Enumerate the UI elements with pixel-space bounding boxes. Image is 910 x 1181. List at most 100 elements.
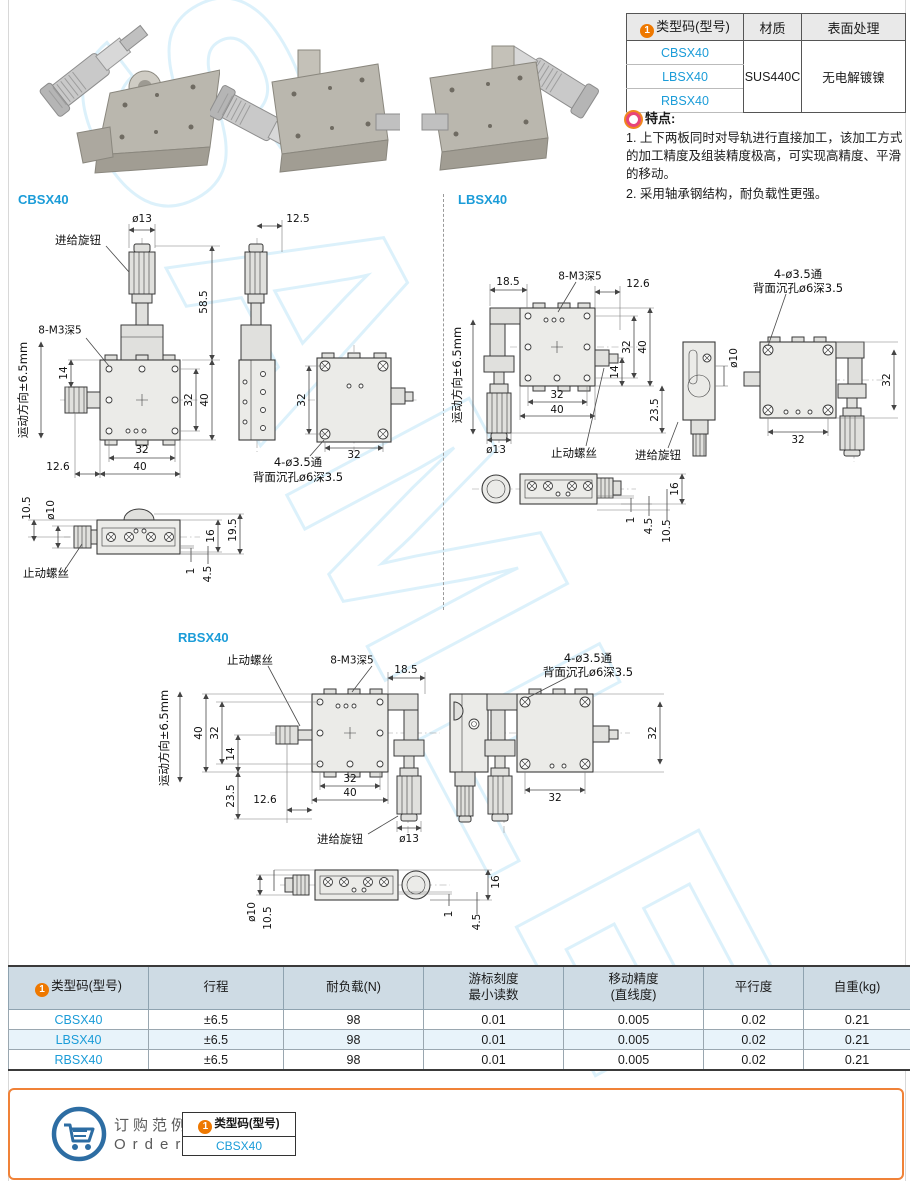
dim-label: 14 bbox=[609, 365, 621, 379]
spec-col-stroke: 行程 bbox=[148, 965, 284, 1010]
order-example-code[interactable]: CBSX40 bbox=[215, 1139, 263, 1153]
rbsx40-title: RBSX40 bbox=[178, 630, 229, 645]
spec-cell: ±6.5 bbox=[148, 1009, 284, 1030]
product-photo-cbsx40 bbox=[39, 24, 220, 174]
dim-label: ø13 bbox=[486, 444, 506, 456]
hole-spec-label: 背面沉孔ø6深3.5 bbox=[252, 470, 344, 484]
dim-label: 1 bbox=[625, 516, 637, 524]
dim-label: ø13 bbox=[132, 213, 152, 225]
drawing-section-rbsx40: RBSX40 止动螺丝 8-M3深5 18.5 4-ø3.5通 背面沉孔ø6深3… bbox=[140, 620, 710, 960]
spec-model-cbsx40[interactable]: CBSX40 bbox=[8, 1009, 149, 1030]
cbsx40-title: CBSX40 bbox=[18, 192, 69, 207]
spec-col-weight: 自重(kg) bbox=[803, 965, 910, 1010]
stop-screw-label: 止动螺丝 bbox=[227, 653, 273, 667]
dim-label: ø13 bbox=[399, 833, 419, 845]
dim-label: 32 bbox=[343, 773, 357, 785]
spec-col-parallelism: 平行度 bbox=[703, 965, 804, 1010]
feed-knob-label: 进给旋钮 bbox=[317, 832, 363, 846]
spec-cell: 0.21 bbox=[803, 1049, 910, 1071]
spec-cell: 0.01 bbox=[423, 1049, 564, 1071]
product-photo-rbsx40 bbox=[421, 45, 600, 171]
dim-label: 40 bbox=[550, 404, 564, 416]
dim-label: 16 bbox=[490, 875, 502, 889]
spec-row-rbsx40: RBSX40 ±6.5 98 0.01 0.005 0.02 0.21 bbox=[8, 1049, 910, 1071]
dim-label: 18.5 bbox=[394, 664, 418, 676]
dim-label: 58.5 bbox=[198, 290, 210, 314]
dim-label: 32 bbox=[296, 393, 308, 407]
spec-col-load: 耐负载(N) bbox=[283, 965, 424, 1010]
motion-direction-label: 运动方向±6.5mm bbox=[157, 689, 171, 787]
dim-label: 12.6 bbox=[46, 461, 70, 473]
features-block: 特点: 1. 上下两板同时对导轨进行直接加工，该加工方式的加工精度及组装精度极高… bbox=[626, 110, 908, 205]
dim-label: 23.5 bbox=[225, 784, 237, 808]
order-title-en: Order bbox=[114, 1136, 188, 1153]
model-code-cbsx40[interactable]: CBSX40 bbox=[626, 40, 744, 65]
model-code-lbsx40[interactable]: LBSX40 bbox=[626, 64, 744, 89]
dim-label: 1 bbox=[443, 910, 455, 918]
dim-label: 32 bbox=[791, 434, 805, 446]
hole-spec-label: 4-ø3.5通 bbox=[563, 651, 613, 665]
dim-label: 8-M3深5 bbox=[38, 324, 82, 337]
spec-cell: 0.005 bbox=[563, 1009, 704, 1030]
spec-cell: ±6.5 bbox=[148, 1029, 284, 1050]
stop-screw-label: 止动螺丝 bbox=[551, 446, 597, 460]
features-title: 特点: bbox=[645, 111, 676, 126]
dim-label: 32 bbox=[347, 449, 361, 461]
spec-row-cbsx40: CBSX40 ±6.5 98 0.01 0.005 0.02 0.21 bbox=[8, 1009, 910, 1030]
lbsx40-line-art bbox=[470, 281, 898, 520]
spec-cell: 0.01 bbox=[423, 1009, 564, 1030]
spec-col-vernier: 游标刻度最小读数 bbox=[423, 965, 564, 1010]
finish-value: 无电解镀镍 bbox=[801, 40, 906, 113]
dim-label: 23.5 bbox=[649, 398, 661, 422]
spec-row-lbsx40: LBSX40 ±6.5 98 0.01 0.005 0.02 0.21 bbox=[8, 1029, 910, 1050]
dim-label: 40 bbox=[637, 340, 649, 354]
material-header: 材质 bbox=[743, 13, 802, 41]
dim-label: 10.5 bbox=[21, 496, 33, 520]
dim-label: 16 bbox=[669, 482, 681, 496]
product-photo-lbsx40 bbox=[210, 49, 400, 173]
model-code-rbsx40[interactable]: RBSX40 bbox=[626, 88, 744, 113]
feed-knob-label: 进给旋钮 bbox=[55, 233, 101, 247]
dim-label: 12.6 bbox=[253, 794, 277, 806]
hole-spec-label: 4-ø3.5通 bbox=[773, 267, 823, 281]
dim-label: 40 bbox=[199, 393, 211, 407]
hole-spec-label: 背面沉孔ø6深3.5 bbox=[752, 281, 844, 295]
dim-label: 14 bbox=[58, 366, 70, 380]
dim-label: ø10 bbox=[728, 348, 740, 368]
spec-cell: 0.02 bbox=[703, 1049, 804, 1071]
badge-1: 1 bbox=[198, 1120, 213, 1134]
spec-cell: 0.005 bbox=[563, 1049, 704, 1071]
dim-label: 32 bbox=[135, 444, 149, 456]
spec-model-lbsx40[interactable]: LBSX40 bbox=[8, 1029, 149, 1050]
spec-cell: 0.02 bbox=[703, 1029, 804, 1050]
features-title-row: 特点: bbox=[626, 110, 908, 128]
motion-direction-label: 运动方向±6.5mm bbox=[16, 341, 30, 439]
dim-label: 18.5 bbox=[496, 276, 520, 288]
dim-label: 32 bbox=[881, 373, 893, 387]
motion-direction-label: 运动方向±6.5mm bbox=[450, 326, 464, 424]
dim-label: 4.5 bbox=[202, 565, 214, 583]
hole-spec-label: 背面沉孔ø6深3.5 bbox=[542, 665, 634, 679]
dim-label: 14 bbox=[225, 747, 237, 761]
spec-cell: ±6.5 bbox=[148, 1049, 284, 1071]
spec-cell: 0.005 bbox=[563, 1029, 704, 1050]
dim-label: 4.5 bbox=[471, 913, 483, 931]
dim-label: 10.5 bbox=[262, 906, 274, 930]
spec-cell: 0.02 bbox=[703, 1009, 804, 1030]
dim-label: 40 bbox=[193, 726, 205, 740]
badge-1: 1 bbox=[640, 24, 655, 38]
feature-ring-icon bbox=[626, 111, 641, 127]
spec-cell: 98 bbox=[283, 1009, 424, 1030]
dim-label: 32 bbox=[548, 792, 562, 804]
lbsx40-title: LBSX40 bbox=[458, 192, 508, 207]
dim-label: 32 bbox=[183, 393, 195, 407]
spec-model-rbsx40[interactable]: RBSX40 bbox=[8, 1049, 149, 1071]
feature-item-1: 1. 上下两板同时对导轨进行直接加工，该加工方式的加工精度及组装精度极高，可实现… bbox=[626, 131, 903, 181]
